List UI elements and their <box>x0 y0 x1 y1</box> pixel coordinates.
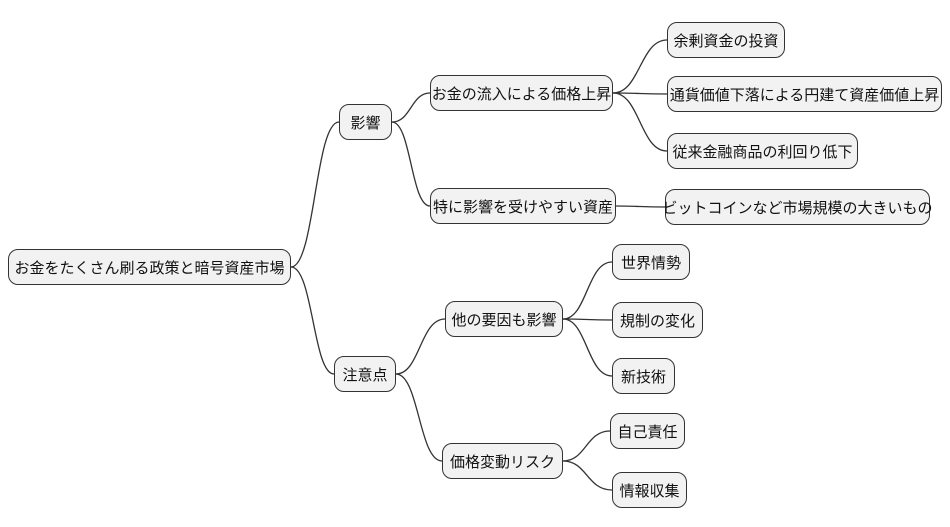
edge-impact-susceptible <box>391 121 431 207</box>
edge-otherfactors-world <box>562 261 613 320</box>
node-bitcoin: ビットコインなど市場規模の大きいもの <box>663 189 933 225</box>
node-price-rise: お金の流入による価格上昇 <box>430 75 613 111</box>
node-yield-decline: 従来金融商品の利回り低下 <box>667 133 858 169</box>
edge-otherfactors-regulation <box>562 318 613 321</box>
edge-pricerise-yield <box>612 92 668 152</box>
edge-pricerise-currency <box>612 92 668 95</box>
node-impact: 影響 <box>339 104 392 140</box>
edge-root-cautions <box>290 266 335 375</box>
node-surplus-funds: 余剰資金の投資 <box>667 22 785 58</box>
edge-cautions-volatility <box>395 373 443 462</box>
node-regulation-changes: 規制の変化 <box>612 302 703 338</box>
edge-cautions-otherfactors <box>395 318 446 375</box>
node-currency-depreciation: 通貨価値下落による円建て資産価値上昇 <box>667 76 942 112</box>
edge-pricerise-surplus <box>612 39 668 94</box>
edge-impact-price-rise <box>391 92 431 123</box>
node-cautions: 注意点 <box>334 356 396 392</box>
node-self-responsibility: 自己責任 <box>610 413 685 449</box>
node-new-technology: 新技術 <box>612 358 675 394</box>
edge-volatility-selfresp <box>562 430 611 462</box>
edge-volatility-info <box>562 460 613 491</box>
node-other-factors: 他の要因も影響 <box>445 301 563 337</box>
node-price-volatility-risk: 価格変動リスク <box>442 443 563 479</box>
node-world-affairs: 世界情勢 <box>612 244 690 280</box>
edge-root-impact <box>290 121 340 268</box>
node-root: お金をたくさん刷る政策と暗号資産市場 <box>8 249 291 285</box>
edge-otherfactors-newtech <box>562 318 613 377</box>
node-information-gathering: 情報収集 <box>612 472 687 508</box>
edge-susceptible-bitcoin <box>615 205 666 208</box>
node-susceptible-assets: 特に影響を受けやすい資産 <box>430 188 616 224</box>
